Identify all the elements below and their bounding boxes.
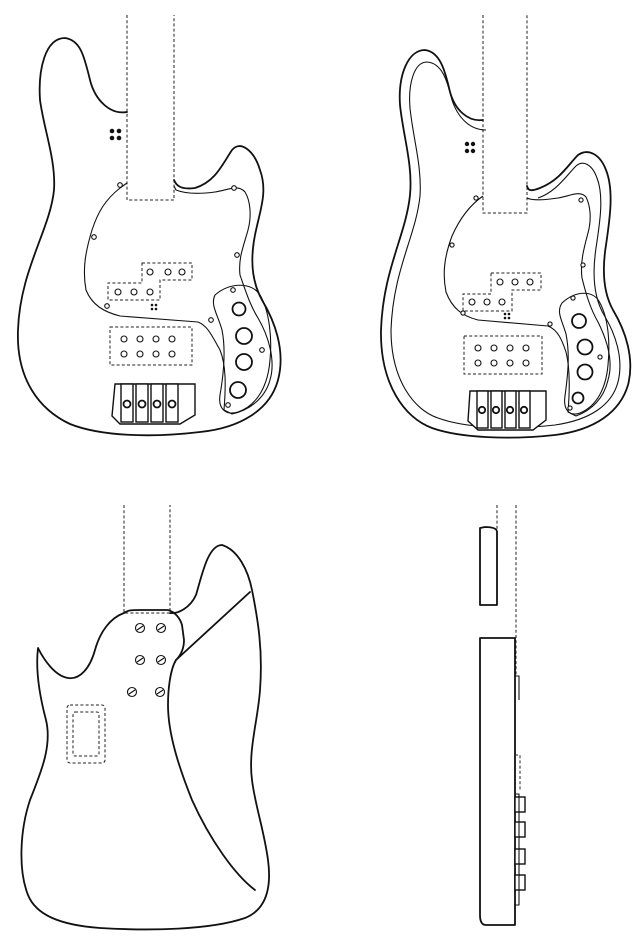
knob-2 [235, 327, 253, 345]
dot-cluster-small [150, 303, 158, 311]
cavity-cover-outline [66, 704, 106, 764]
body-outline [17, 37, 282, 437]
knob-2 [576, 338, 594, 356]
side-view [479, 505, 526, 926]
rear-view [20, 505, 270, 931]
pole-piece [146, 288, 154, 296]
side-knob-4 [514, 874, 526, 891]
pickguard-screws [449, 195, 603, 411]
split-pickup-poles [468, 278, 534, 306]
front-line-view [17, 15, 282, 437]
cavity-cover-inner [72, 711, 100, 757]
dot-cluster-small [503, 312, 511, 320]
neck-outline [482, 15, 528, 214]
humbucker-pickup-outline [109, 326, 193, 366]
neck-profile [479, 526, 498, 606]
bridge [111, 383, 196, 425]
side-knob-3 [514, 848, 526, 865]
knob-1 [571, 313, 587, 329]
body-outline-outer [380, 49, 632, 439]
neck-outline [496, 505, 517, 675]
knob-3 [235, 353, 253, 371]
knob-3 [576, 363, 594, 381]
neck-heel-outline [123, 609, 256, 891]
control-plate [558, 292, 610, 415]
neck-screws [126, 622, 167, 698]
humbucker-pickup-outline [463, 335, 543, 375]
pickguard-outline [83, 182, 273, 415]
body-side-profile [479, 637, 516, 926]
pole-piece [164, 268, 172, 276]
pole-piece [130, 288, 138, 296]
neck-outline [126, 15, 175, 201]
control-plate [212, 284, 272, 414]
neck-outline [123, 505, 171, 614]
knob-1 [231, 301, 247, 317]
pickup-side-hidden [515, 754, 521, 790]
back-contour-line [175, 591, 251, 661]
humbucker-poles [120, 335, 176, 358]
pickguard-screws [91, 182, 265, 408]
split-pickup-outline [462, 272, 542, 312]
dot-cluster [464, 141, 476, 154]
dot-cluster [109, 128, 122, 141]
humbucker-poles [474, 344, 530, 367]
split-pickup-outline [107, 262, 193, 301]
front-shaded-view [380, 15, 632, 439]
body-outline [20, 544, 270, 931]
pickguard-outline [443, 193, 611, 417]
bridge [467, 390, 547, 431]
pole-piece [114, 288, 122, 296]
fretboard-edge [515, 675, 520, 700]
knob-4 [229, 381, 247, 399]
side-knob-1 [514, 796, 526, 813]
bridge-side [515, 793, 520, 906]
pole-piece [178, 268, 186, 276]
pole-piece [146, 268, 154, 276]
side-knob-2 [514, 821, 526, 838]
knob-4 [571, 391, 585, 405]
body-binding-inner [390, 61, 621, 429]
